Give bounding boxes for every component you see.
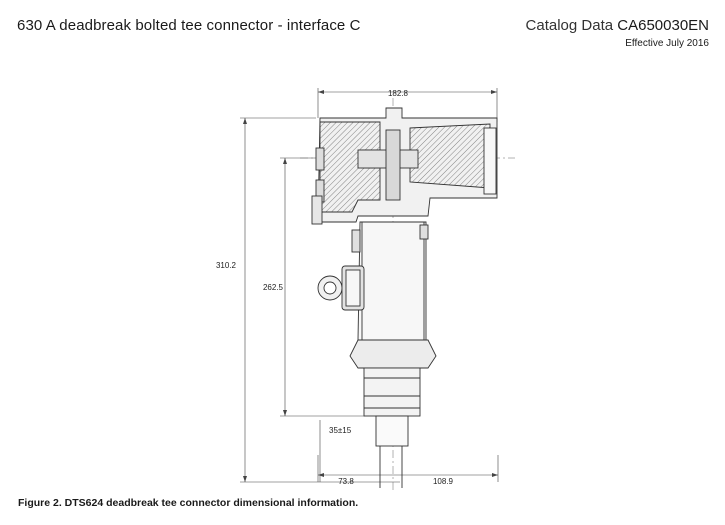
document-title: 630 A deadbreak bolted tee connector - i… <box>17 17 361 34</box>
dim-total-height: 310.2 <box>216 261 237 270</box>
dim-bottom-right: 108.9 <box>433 477 454 486</box>
catalog-prefix: Catalog Data <box>525 17 614 34</box>
dim-top-width: 182.8 <box>388 89 409 98</box>
dimension-arrows <box>243 90 498 482</box>
catalog-block: Catalog Data CA650030EN Effective July 2… <box>526 17 709 49</box>
dim-bottom-left: 73.8 <box>338 477 354 486</box>
figure-caption: Figure 2. DTS624 deadbreak tee connector… <box>18 497 359 509</box>
connector-body <box>311 107 498 488</box>
dim-stem: 35±15 <box>329 426 352 435</box>
catalog-line: Catalog Data CA650030EN <box>526 17 709 34</box>
effective-date: Effective July 2016 <box>625 38 709 49</box>
catalog-number: CA650030EN <box>617 17 709 34</box>
dim-body-height: 262.5 <box>263 283 284 292</box>
